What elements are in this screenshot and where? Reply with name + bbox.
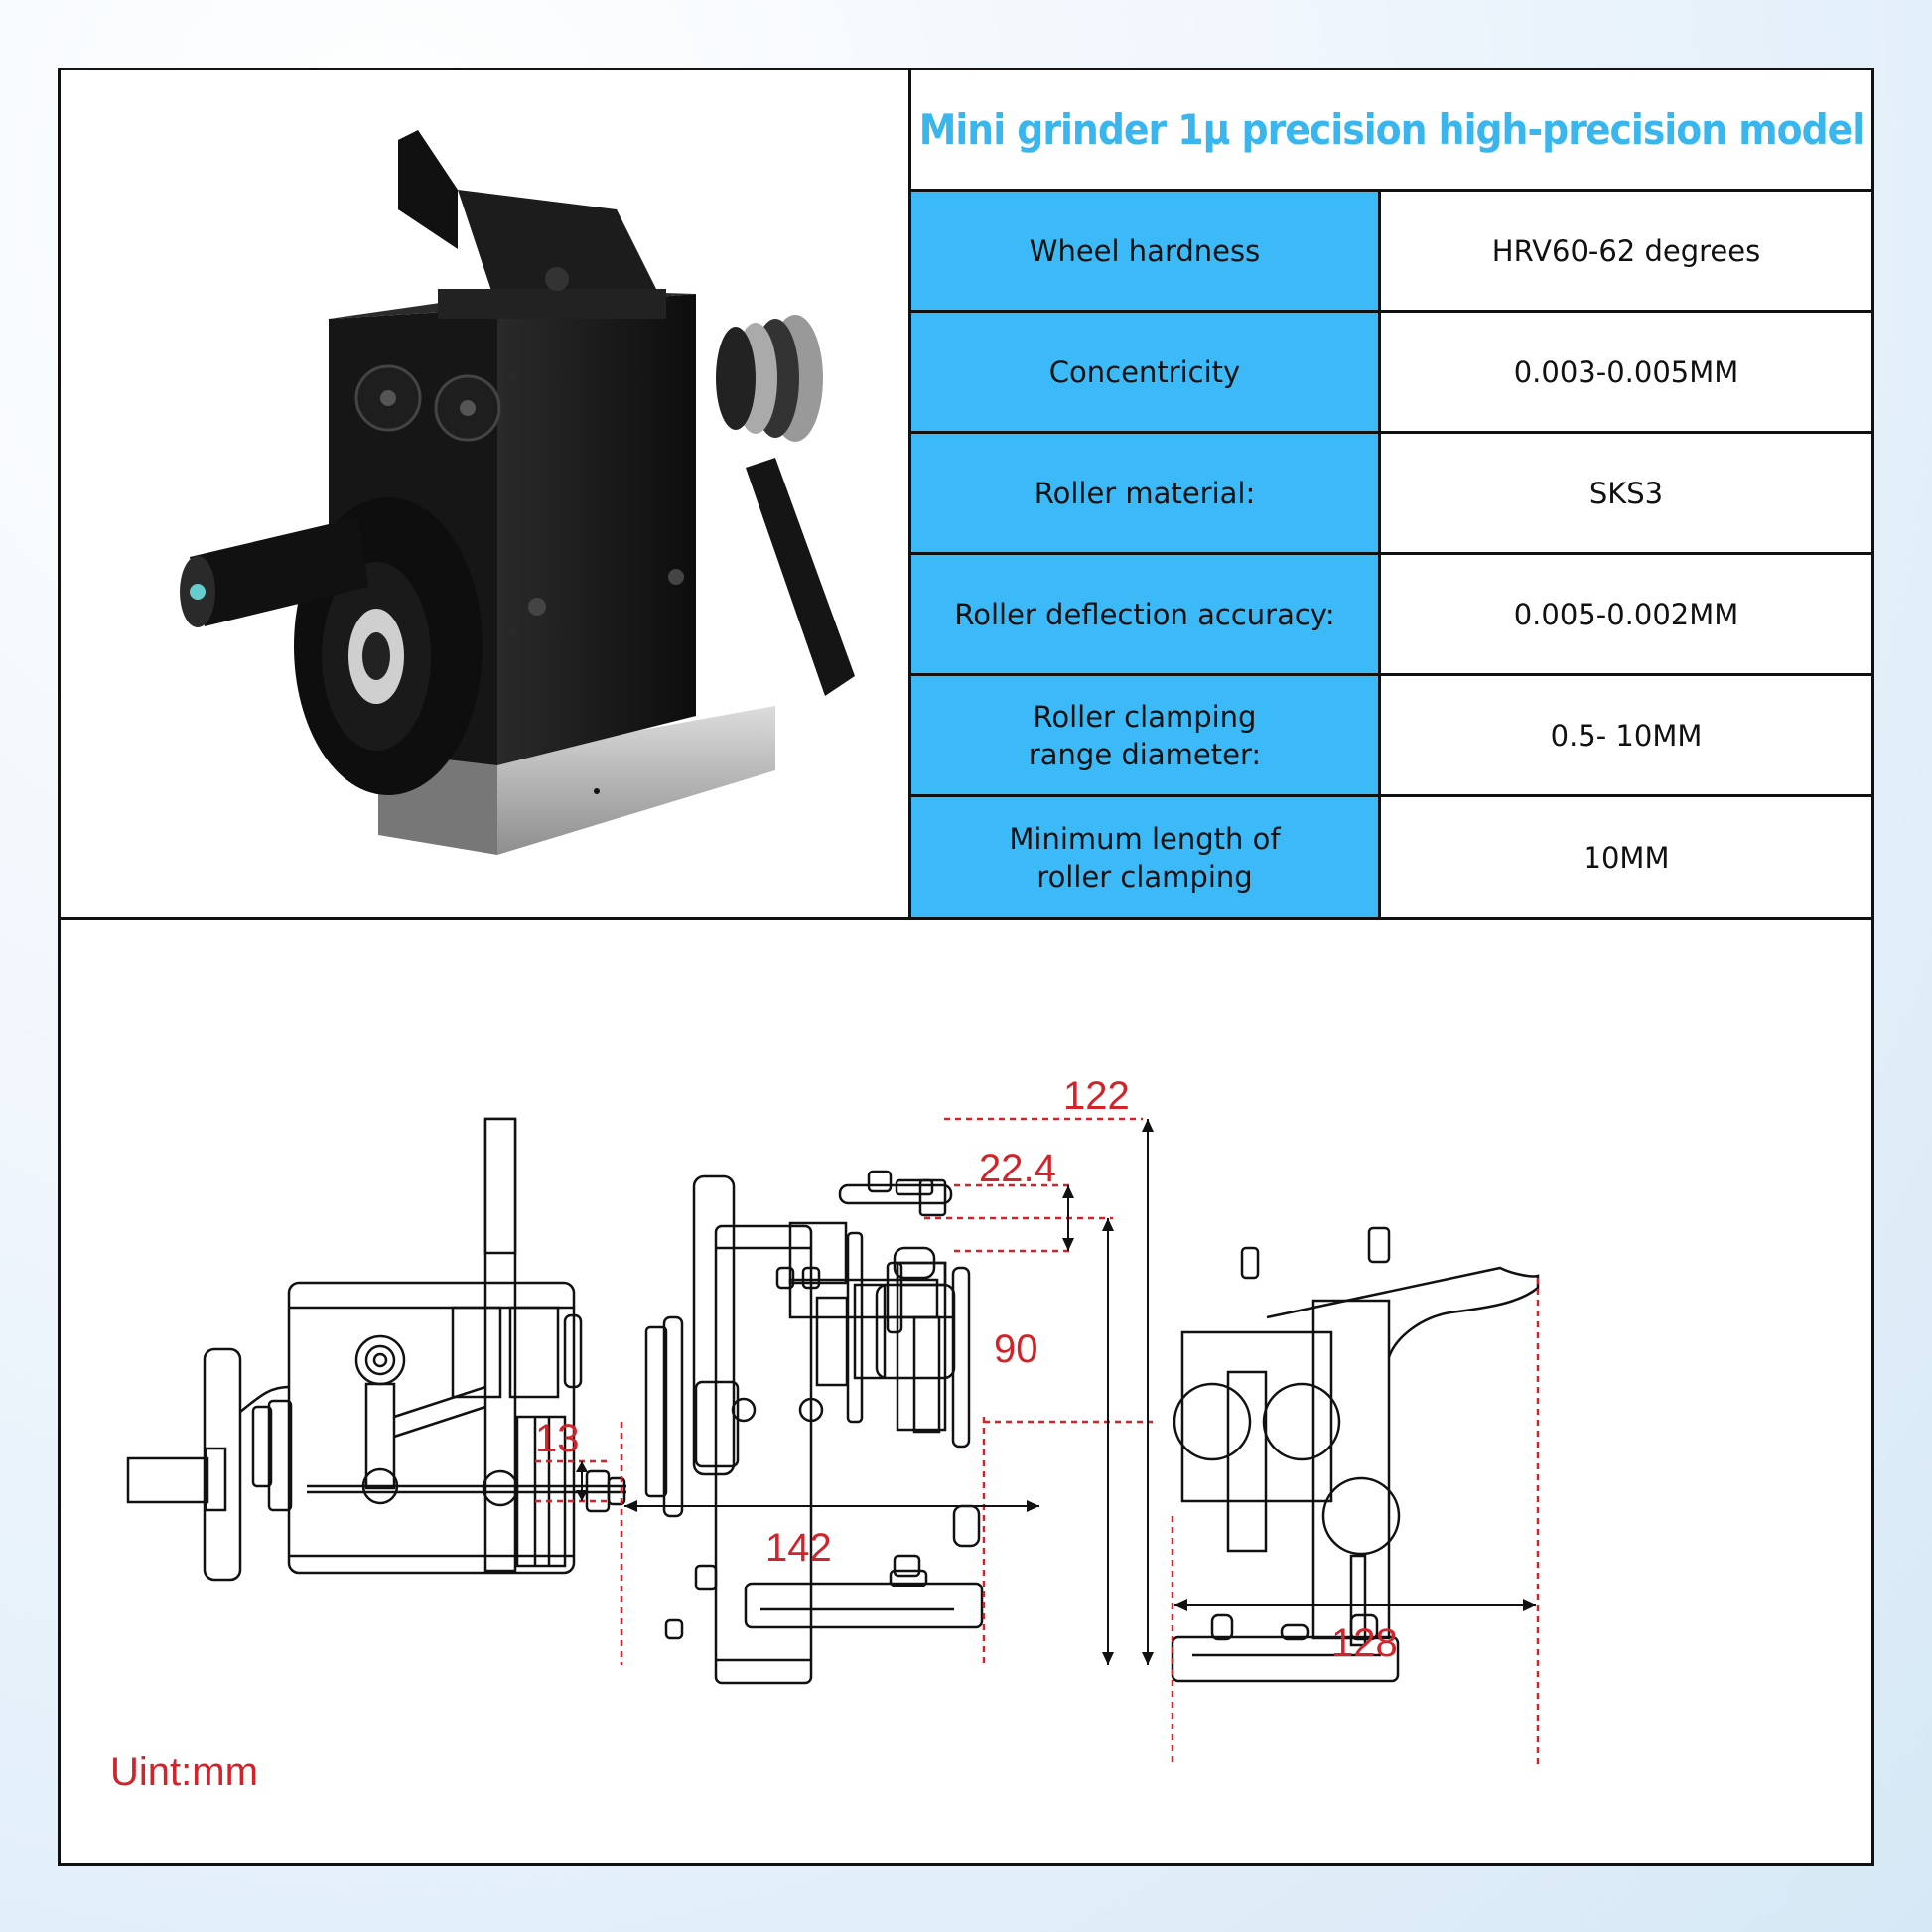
spec-row: Roller material: SKS3: [911, 434, 1871, 555]
spec-value: SKS3: [1588, 476, 1664, 510]
technical-drawing: [126, 1117, 1540, 1764]
spec-value: 0.003-0.005MM: [1513, 354, 1739, 389]
spec-key: Roller material:: [911, 434, 1381, 552]
product-photo: [61, 70, 911, 917]
dimension-142: 142: [765, 1526, 832, 1570]
spec-key: Concentricity: [911, 313, 1381, 431]
spec-value: HRV60-62 degrees: [1491, 233, 1761, 268]
dimension-lines: [535, 1117, 1540, 1764]
spec-row: Wheel hardness HRV60-62 degrees: [911, 192, 1871, 313]
spec-row: Roller clamping range diameter: 0.5- 10M…: [911, 676, 1871, 797]
dimension-128: 128: [1331, 1621, 1398, 1665]
spec-key: Roller deflection accuracy:: [911, 555, 1381, 673]
spec-value: 0.5- 10MM: [1550, 718, 1703, 753]
grinder-illustration: [180, 130, 855, 855]
right-view: [1171, 1226, 1540, 1683]
dimension-arrows: [581, 1119, 1536, 1665]
spec-row: Minimum length of roller clamping 10MM: [911, 797, 1871, 917]
product-sheet: Mini grinder 1μ precision high-precision…: [58, 68, 1874, 1866]
unit-label: Uint:mm: [110, 1750, 258, 1794]
dimension-122: 122: [1063, 1074, 1130, 1118]
spec-key: Wheel hardness: [911, 192, 1381, 310]
front-view: [126, 1117, 626, 1582]
spec-value: 10MM: [1583, 840, 1670, 875]
spec-title: Mini grinder 1μ precision high-precision…: [911, 70, 1871, 192]
spec-table: Mini grinder 1μ precision high-precision…: [911, 70, 1871, 917]
dimension-13: 13: [535, 1417, 580, 1460]
arrow-heads: [576, 1119, 1536, 1665]
spec-row: Roller deflection accuracy: 0.005-0.002M…: [911, 555, 1871, 676]
spec-key: Roller clamping range diameter:: [911, 676, 1381, 794]
dimension-90: 90: [994, 1327, 1038, 1371]
spec-row: Concentricity 0.003-0.005MM: [911, 313, 1871, 434]
spec-value: 0.005-0.002MM: [1513, 597, 1739, 631]
side-view: [644, 1170, 984, 1685]
spec-key: Minimum length of roller clamping: [911, 797, 1381, 917]
dimension-drawing: 122 22.4 13 90 142 128 Uint:mm: [61, 917, 1871, 1863]
dimension-22-4: 22.4: [979, 1147, 1056, 1190]
